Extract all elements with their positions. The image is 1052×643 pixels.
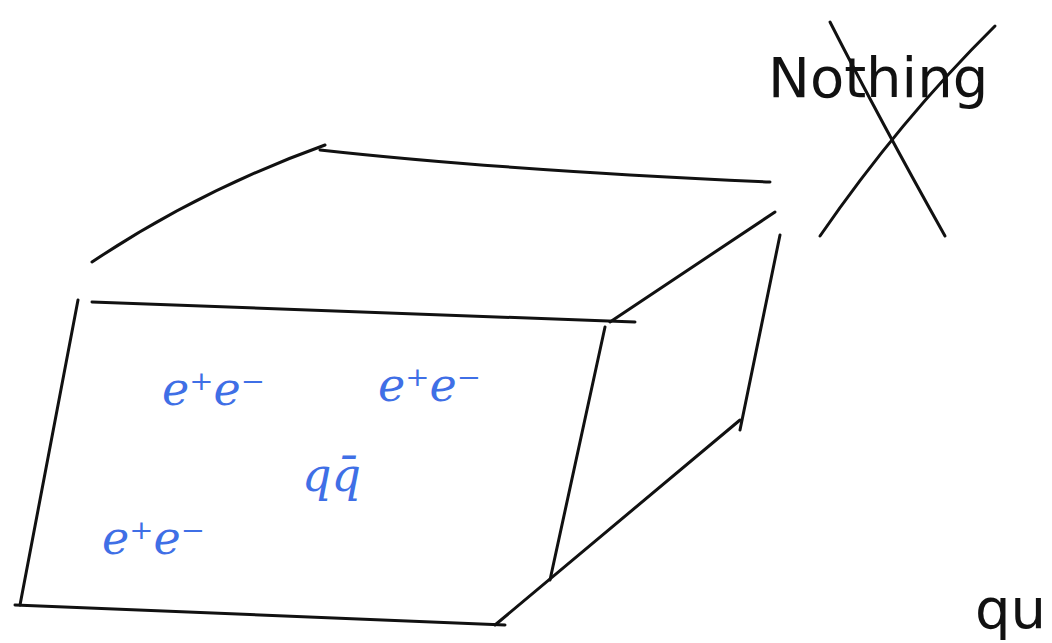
particle-pair: qq̄ <box>302 452 361 498</box>
box-edge <box>92 145 325 262</box>
box-edge <box>495 420 740 625</box>
note-text: qu <box>975 581 1046 637</box>
box-edge <box>92 302 635 322</box>
particle-pair: e⁺e⁻ <box>102 515 205 561</box>
box-edge <box>15 605 505 625</box>
box-edge <box>740 235 780 430</box>
vacuum-box: e⁺e⁻ e⁺e⁻ qq̄ e⁺e⁻ <box>0 130 800 640</box>
particle-pair: e⁺e⁻ <box>162 366 265 412</box>
box-edge <box>20 300 78 605</box>
box-edge <box>320 150 770 182</box>
crossed-word: Nothing <box>768 50 988 106</box>
box-edge <box>550 327 605 580</box>
particle-pair: e⁺e⁻ <box>378 362 481 408</box>
box-edge <box>610 212 775 322</box>
